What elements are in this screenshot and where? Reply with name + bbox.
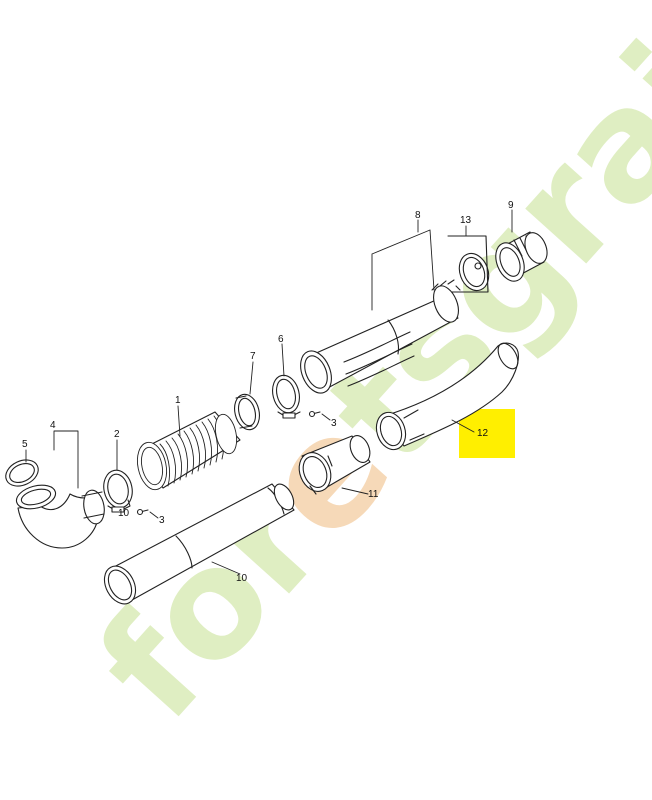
part-8-pipe — [300, 279, 461, 394]
callout-10-small: 10 — [118, 508, 130, 519]
leader-lines — [25, 209, 513, 575]
callout-6: 6 — [278, 334, 284, 345]
callout-3-upper: 3 — [331, 418, 337, 429]
callout-7: 7 — [250, 351, 256, 362]
part-3-screw-lower — [136, 508, 149, 516]
callout-11: 11 — [368, 489, 379, 500]
part-13-ring — [447, 235, 490, 293]
callout-13: 13 — [460, 215, 472, 226]
callout-12: 12 — [477, 428, 489, 439]
callout-10: 10 — [236, 573, 248, 584]
part-6-clamp — [272, 374, 301, 419]
callout-9: 9 — [508, 200, 514, 211]
part-4-elbow — [15, 484, 105, 549]
part-1-bellows — [136, 411, 241, 491]
part-2-clamp — [103, 469, 133, 513]
part-12-curved-tube — [375, 342, 519, 451]
part-3-screw-upper — [308, 410, 321, 418]
callouts: 1 2 3 3 4 5 6 7 8 9 10 10 11 12 13 — [22, 200, 514, 584]
part-5-oring — [5, 459, 39, 487]
callout-4: 4 — [50, 420, 56, 431]
part-10-tube — [103, 483, 295, 605]
watermark: foretsgrain.com — [65, 0, 652, 752]
callout-1: 1 — [175, 395, 181, 406]
callout-3-lower: 3 — [159, 515, 165, 526]
callout-5: 5 — [22, 439, 28, 450]
highlight-box-part-12 — [459, 409, 515, 458]
callout-8: 8 — [415, 210, 421, 221]
svg-text:foretsgrain.com: foretsgrain.com — [65, 0, 652, 752]
part-7-ring — [234, 393, 260, 431]
part-9-cap — [495, 231, 548, 282]
part-11-nozzle — [298, 435, 371, 495]
callout-2: 2 — [114, 429, 120, 440]
